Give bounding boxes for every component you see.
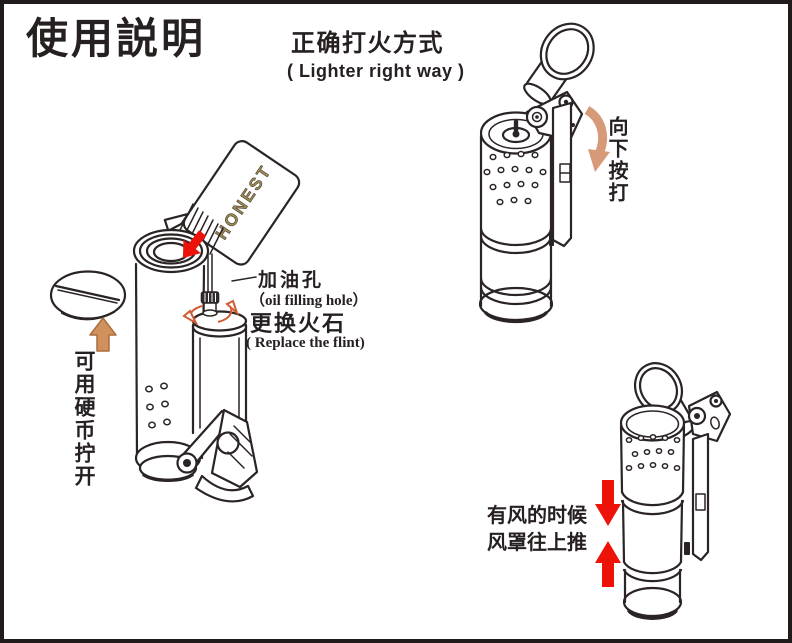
striker-stand: [176, 408, 259, 503]
press-down-note: 向下按打: [605, 116, 627, 204]
rotate-hint-icon: [182, 299, 240, 326]
red-up-arrow-icon: [595, 541, 621, 587]
lighter-body: [478, 111, 554, 324]
hinge-cam: [687, 390, 732, 443]
section-heading-en: ( Lighter right way ): [287, 61, 465, 81]
strike-diagram: [478, 22, 610, 324]
refuel-and-flint-diagram: HONEST: [49, 140, 301, 503]
wind-note: 有风的时候 风罩往上推: [487, 503, 587, 557]
oil-hole-label-en: （oil filling hole）: [250, 293, 368, 309]
coin-up-arrow-icon: [89, 317, 117, 352]
flint-label-en: ( Replace the flint): [246, 335, 365, 351]
coin-note: 可用硬币拧开: [72, 350, 96, 488]
windshield-diagram: [595, 362, 732, 620]
vent-holes: [483, 150, 547, 206]
oil-hole-leader-line: [231, 276, 257, 282]
flint-label: 更换火石: [250, 311, 347, 336]
vent-holes: [145, 382, 171, 429]
press-down-arrow-icon: [584, 106, 610, 172]
oil-fill-arrow-icon: [182, 230, 207, 259]
open-cap: [523, 22, 595, 106]
wind-note-line1: 有风的时候: [487, 505, 587, 527]
section-heading: 正确打火方式: [291, 30, 444, 57]
page-title: 使用説明: [26, 15, 207, 62]
handle-bar: [549, 101, 573, 248]
handle-bar: [684, 432, 710, 562]
red-down-arrow-icon: [595, 480, 621, 526]
lighter-body: [619, 404, 686, 620]
oil-hole-label: 加油孔: [258, 270, 325, 291]
flint-screw: [200, 253, 220, 317]
wind-note-line2: 风罩往上推: [487, 532, 587, 554]
coin-cap: [49, 270, 127, 321]
windshield-holes: [625, 433, 681, 472]
